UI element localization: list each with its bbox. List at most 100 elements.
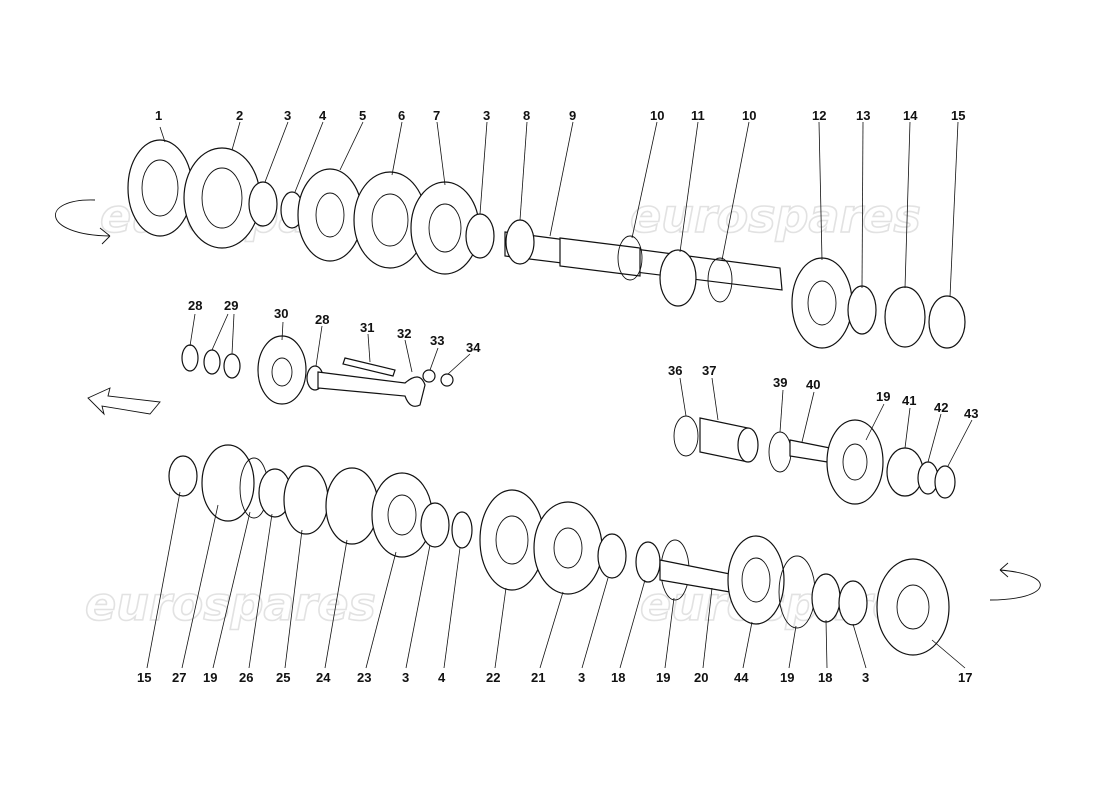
callout-label: 19 xyxy=(876,389,890,404)
top-shaft-assembly: 1 2 3 4 5 6 7 3 8 9 10 11 10 12 13 14 15 xyxy=(55,108,966,349)
callout-label: 15 xyxy=(951,108,965,123)
nut-34 xyxy=(440,373,454,387)
callout-label: 39 xyxy=(773,375,787,390)
callout-label: 1 xyxy=(155,108,162,123)
callout-label: 24 xyxy=(316,670,331,685)
callout-label: 15 xyxy=(137,670,151,685)
rotation-arrow-bottom-right xyxy=(989,562,1041,601)
nut-33 xyxy=(422,369,436,383)
callout-label: 23 xyxy=(357,670,371,685)
synchro-hub-5 xyxy=(297,168,363,262)
bearing-18a xyxy=(635,541,661,583)
callout-label: 32 xyxy=(397,326,411,341)
callout-label: 9 xyxy=(569,108,576,123)
callout-label: 42 xyxy=(934,400,948,415)
watermark-bottom-left: eurospares xyxy=(85,577,376,631)
gear-2 xyxy=(183,147,261,249)
circlip-39 xyxy=(768,431,792,473)
callout-label: 4 xyxy=(438,670,446,685)
callout-label: 13 xyxy=(856,108,870,123)
callout-label: 19 xyxy=(780,670,794,685)
callout-label: 12 xyxy=(812,108,826,123)
bearing-18b xyxy=(811,573,841,623)
bearing-3d xyxy=(597,533,627,579)
circlip-10b xyxy=(707,257,733,303)
callout-label: 43 xyxy=(964,406,978,421)
callout-label: 3 xyxy=(284,108,291,123)
bearing-14 xyxy=(884,286,926,348)
callout-label: 33 xyxy=(430,333,444,348)
callout-label: 28 xyxy=(188,298,202,313)
callout-label: 36 xyxy=(668,363,682,378)
gear-12 xyxy=(791,257,853,349)
gear-17 xyxy=(876,558,950,656)
nut-43 xyxy=(934,465,956,499)
callout-label: 3 xyxy=(402,670,409,685)
bearing-44 xyxy=(727,535,785,625)
direction-arrow xyxy=(87,387,161,416)
callout-label: 11 xyxy=(691,108,705,123)
gear-24 xyxy=(325,467,379,545)
gear-19-right xyxy=(826,419,884,505)
callout-label: 10 xyxy=(742,108,756,123)
idler-shaft-32 xyxy=(317,371,426,407)
callout-label: 18 xyxy=(818,670,832,685)
callout-label: 6 xyxy=(398,108,405,123)
callout-label: 10 xyxy=(650,108,664,123)
callout-label: 31 xyxy=(360,320,374,335)
bottom-shaft-assembly: 15 27 19 26 25 24 23 3 4 22 21 3 18 19 2… xyxy=(137,444,1041,685)
right-sub-assembly: 36 37 39 40 19 41 42 43 xyxy=(668,363,978,505)
reverse-gear-30 xyxy=(257,335,307,405)
bearing-11 xyxy=(659,249,697,307)
rotation-arrow-top-left xyxy=(55,199,111,245)
gear-25 xyxy=(283,465,329,535)
callout-label: 7 xyxy=(433,108,440,123)
callout-label: 34 xyxy=(466,340,481,355)
callout-label: 3 xyxy=(862,670,869,685)
bearing-3c xyxy=(420,502,450,548)
callout-label: 19 xyxy=(656,670,670,685)
circlip-36 xyxy=(673,415,699,457)
callout-label: 2 xyxy=(236,108,243,123)
stud-31 xyxy=(342,357,396,377)
callout-label: 29 xyxy=(224,298,238,313)
callout-label: 27 xyxy=(172,670,186,685)
callout-label: 40 xyxy=(806,377,820,392)
callout-label: 14 xyxy=(903,108,918,123)
washer-28a xyxy=(181,344,199,372)
callout-label: 41 xyxy=(902,393,916,408)
callout-label: 3 xyxy=(578,670,585,685)
nut-15-bottom xyxy=(168,455,198,497)
callout-label: 22 xyxy=(486,670,500,685)
callout-label: 8 xyxy=(523,108,530,123)
callout-label: 25 xyxy=(276,670,290,685)
bearing-27 xyxy=(201,444,255,522)
callout-label: 21 xyxy=(531,670,545,685)
callout-label: 44 xyxy=(734,670,749,685)
collar-4b xyxy=(451,511,473,549)
callout-label: 28 xyxy=(315,312,329,327)
circlip-13 xyxy=(847,285,877,335)
bearing-3a xyxy=(248,181,278,227)
gear-21 xyxy=(533,501,603,595)
callout-label: 5 xyxy=(359,108,366,123)
callout-label: 37 xyxy=(702,363,716,378)
needle-bearing-29b xyxy=(223,353,241,379)
callout-label: 3 xyxy=(483,108,490,123)
circlip-10a xyxy=(617,235,643,281)
callout-label: 30 xyxy=(274,306,288,321)
needle-bearing-29a xyxy=(203,349,221,375)
synchro-ring-1 xyxy=(127,139,193,237)
callout-label: 18 xyxy=(611,670,625,685)
bearing-41 xyxy=(886,447,924,497)
callout-label: 17 xyxy=(958,670,972,685)
callout-label: 19 xyxy=(203,670,217,685)
callout-label: 4 xyxy=(319,108,327,123)
bearing-3e xyxy=(838,580,868,626)
bearing-8 xyxy=(505,219,535,265)
nut-15 xyxy=(928,295,966,349)
callout-label: 20 xyxy=(694,670,708,685)
bearing-3b xyxy=(465,213,495,259)
shaft-spline-section xyxy=(559,237,641,277)
